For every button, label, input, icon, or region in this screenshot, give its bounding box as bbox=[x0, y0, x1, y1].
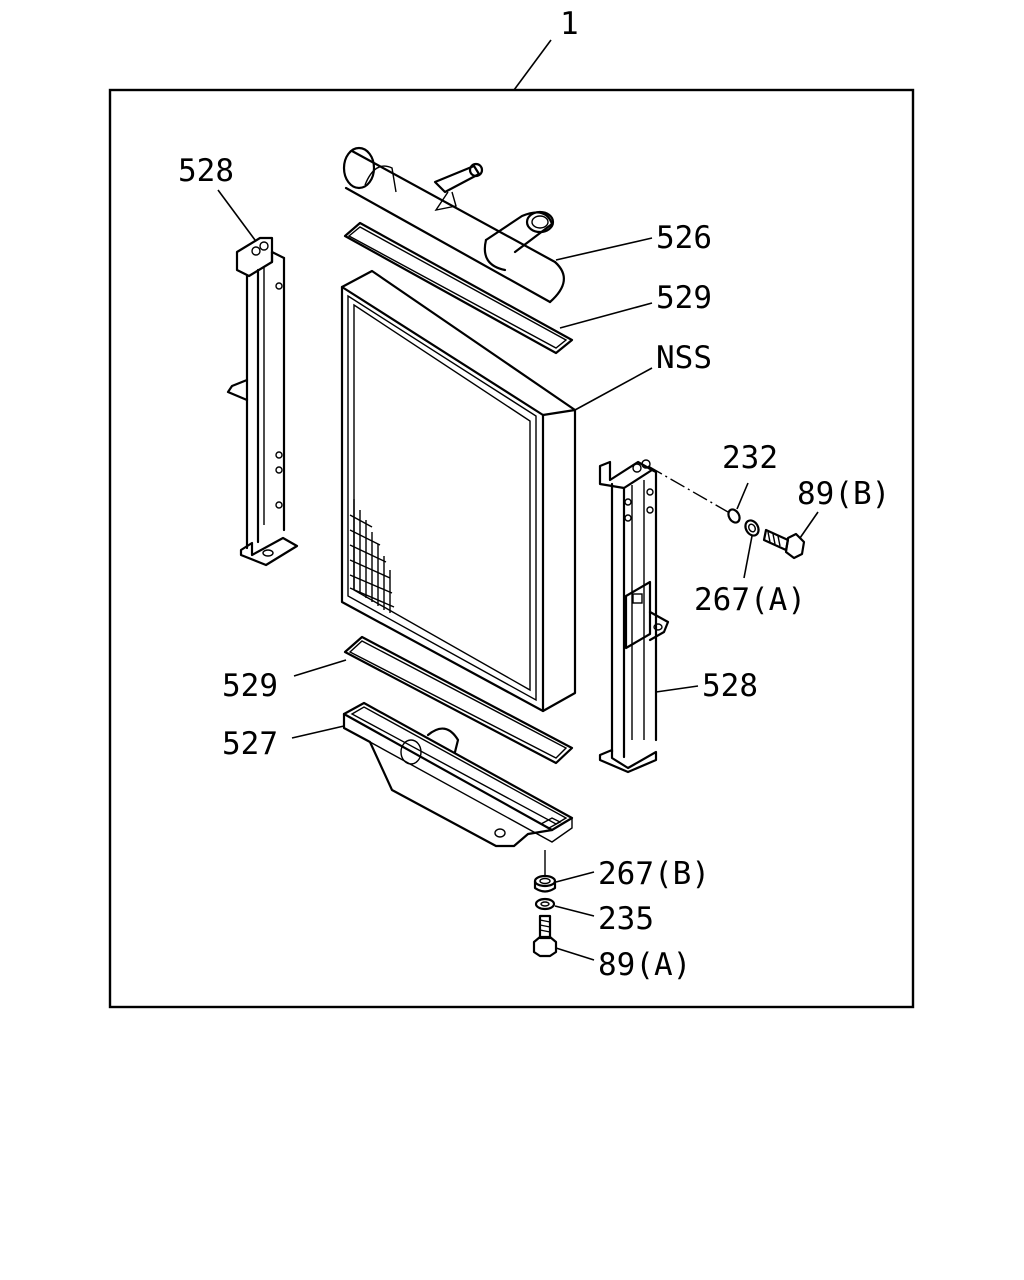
upper-tank-part bbox=[342, 146, 565, 304]
label-bolt-a: 89(A) bbox=[598, 947, 691, 983]
bracket-left-part bbox=[226, 236, 299, 567]
upper-seal-part bbox=[343, 221, 574, 355]
bracket-right-part bbox=[598, 459, 670, 774]
collar-b-part bbox=[533, 874, 557, 893]
leader-washer-232 bbox=[736, 482, 749, 510]
label-seal-lower: 529 bbox=[222, 668, 278, 704]
label-lower-tank: 527 bbox=[222, 726, 278, 762]
leader-bracket-left bbox=[217, 189, 256, 241]
leader-bolt-a bbox=[555, 947, 595, 961]
label-collar-a: 267(A) bbox=[694, 582, 806, 618]
leader-lower-tank bbox=[291, 725, 345, 739]
lower-seal-part bbox=[343, 635, 574, 765]
label-washer-232: 232 bbox=[722, 440, 778, 476]
leader-bracket-right bbox=[655, 685, 699, 693]
leader-seal-upper bbox=[559, 302, 653, 329]
label-washer-235: 235 bbox=[598, 901, 654, 937]
label-bracket-left: 528 bbox=[178, 153, 234, 189]
bolt-b-part bbox=[762, 528, 806, 560]
bolt-a-part bbox=[532, 914, 558, 958]
assembly-leader bbox=[513, 39, 552, 91]
assembly-frame bbox=[108, 88, 915, 1009]
radiator-core-part bbox=[340, 269, 577, 713]
label-upper-tank: 526 bbox=[656, 220, 712, 256]
label-collar-b: 267(B) bbox=[598, 856, 710, 892]
label-seal-upper: 529 bbox=[656, 280, 712, 316]
leader-bolt-b bbox=[799, 511, 819, 539]
leader-collar-b bbox=[555, 871, 595, 883]
washer-235-part bbox=[534, 897, 556, 911]
collar-a-part bbox=[744, 519, 760, 537]
assembly-dash-line bbox=[647, 465, 729, 513]
label-bolt-b: 89(B) bbox=[797, 476, 890, 512]
core-fin-grid bbox=[349, 499, 395, 613]
leader-seal-lower bbox=[293, 659, 347, 677]
lower-tank-part bbox=[342, 701, 574, 848]
leader-upper-tank bbox=[555, 237, 653, 261]
washer-232-part bbox=[727, 508, 741, 524]
label-assembly: 1 bbox=[560, 6, 579, 42]
leader-core bbox=[574, 367, 653, 411]
label-bracket-right: 528 bbox=[702, 668, 758, 704]
label-core: NSS bbox=[656, 340, 712, 376]
leader-collar-a bbox=[743, 535, 753, 579]
leader-washer-235 bbox=[554, 905, 595, 917]
